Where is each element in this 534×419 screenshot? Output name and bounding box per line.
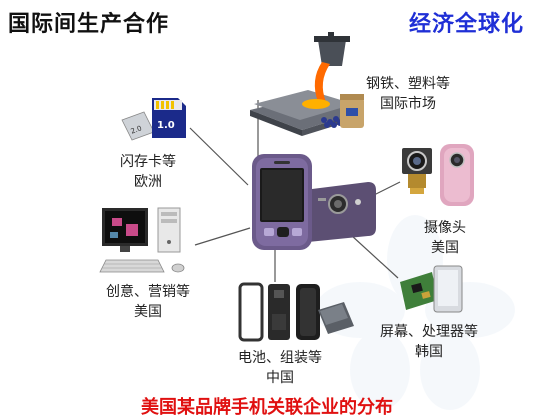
page-title-left: 国际间生产合作 <box>8 12 170 37</box>
battery-housing-icon <box>238 282 354 342</box>
svg-text:1.0: 1.0 <box>157 120 175 131</box>
camera-module-icon <box>402 144 474 206</box>
connector-memory <box>189 127 249 186</box>
figure-caption: 美国某品牌手机关联企业的分布 <box>141 397 393 418</box>
svg-text:2.0: 2.0 <box>130 124 143 135</box>
label-design-line1: 创意、营销等 <box>106 284 190 300</box>
label-steel-line1: 钢铁、塑料等 <box>366 76 450 92</box>
label-design-line2: 美国 <box>134 304 162 320</box>
node-camera <box>398 140 482 212</box>
label-screen: 屏幕、处理器等 韩国 <box>380 322 478 362</box>
label-screen-line2: 韩国 <box>415 344 443 360</box>
node-steel <box>248 32 368 140</box>
computer-icon <box>99 207 185 273</box>
label-steel-line2: 国际市场 <box>380 96 436 112</box>
page-title-right: 经济全球化 <box>408 12 524 37</box>
label-camera-line2: 美国 <box>431 240 459 256</box>
label-memory-line1: 闪存卡等 <box>120 154 176 170</box>
label-memory-line2: 欧洲 <box>134 174 162 190</box>
label-camera: 摄像头 美国 <box>424 218 466 258</box>
center-phone <box>246 150 378 254</box>
label-battery-line1: 电池、组装等 <box>238 350 322 366</box>
node-design <box>98 202 198 282</box>
label-camera-line1: 摄像头 <box>424 220 466 236</box>
memory-card-icon: 2.0 1.0 <box>121 98 186 141</box>
screen-processor-icon <box>400 265 463 313</box>
label-battery: 电池、组装等 中国 <box>238 348 322 388</box>
label-memory: 闪存卡等 欧洲 <box>120 152 176 192</box>
steel-plastic-icon <box>250 32 364 136</box>
label-screen-line1: 屏幕、处理器等 <box>380 324 478 340</box>
label-design: 创意、营销等 美国 <box>106 282 190 322</box>
label-steel: 钢铁、塑料等 国际市场 <box>366 74 450 114</box>
smartphone-icon <box>252 154 376 250</box>
node-screen <box>398 262 468 318</box>
node-memory: 2.0 1.0 <box>120 94 192 142</box>
connector-design <box>194 227 251 246</box>
node-battery <box>236 282 356 344</box>
label-battery-line2: 中国 <box>266 370 294 386</box>
